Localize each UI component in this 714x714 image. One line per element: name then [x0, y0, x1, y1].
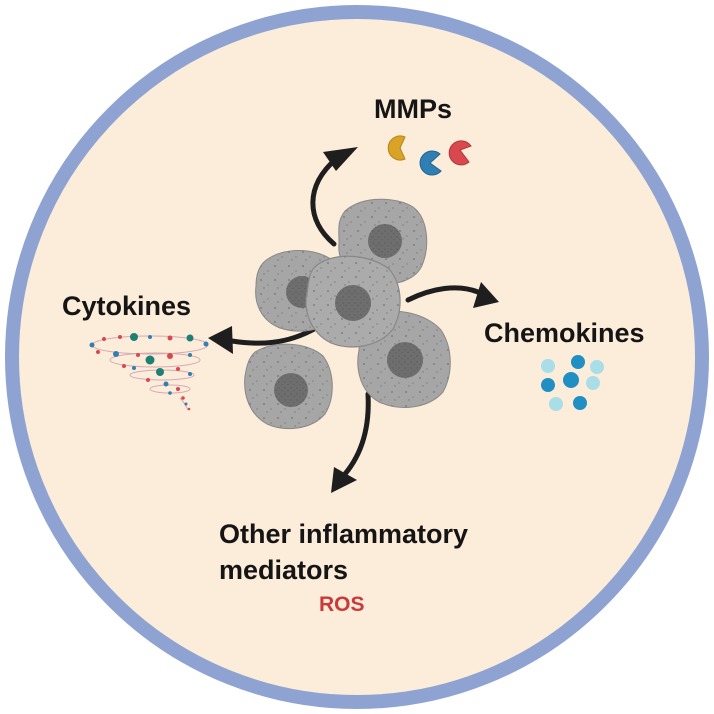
arrowhead-other [331, 467, 357, 493]
cell-bottom-left [244, 343, 333, 430]
chemokine-icon [541, 355, 604, 411]
arrow-to-chemokines [405, 285, 481, 303]
cytokine-storm-icon [89, 333, 209, 411]
mmp-orange-icon [387, 135, 406, 161]
arrow-to-other-mediators [342, 391, 371, 477]
arrowhead-mmps [323, 147, 358, 171]
mmp-red-icon [448, 140, 472, 166]
other-mediators-label-line2: mediators [219, 555, 349, 585]
macrophage-cells [244, 198, 451, 430]
other-mediators-label-line1: Other inflammatory [219, 519, 469, 549]
cell-center [305, 255, 401, 348]
arrowhead-cytokines [208, 326, 233, 354]
arrow-to-cytokines [229, 325, 319, 346]
mmp-icons [387, 135, 472, 176]
arrows [229, 156, 481, 477]
background-circle [5, 5, 709, 709]
mmps-label: MMPs [374, 94, 453, 124]
arrowheads [208, 147, 499, 493]
mmp-blue-icon [419, 150, 442, 176]
chemokines-label: Chemokines [484, 318, 645, 348]
arrowhead-chemokines [473, 282, 499, 308]
arrow-to-mmps [310, 156, 339, 247]
cytokines-label: Cytokines [62, 291, 192, 321]
ros-label: ROS [319, 593, 365, 616]
